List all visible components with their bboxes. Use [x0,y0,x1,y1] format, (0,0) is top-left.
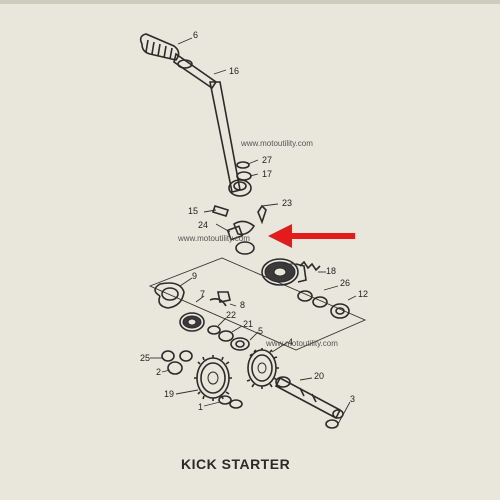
callout-3: 3 [350,394,355,404]
callout-2: 2 [156,367,161,377]
rubber-grip [139,33,180,61]
diagram-title: KICK STARTER [181,456,290,472]
callout-5: 5 [258,326,263,336]
callout-23: 23 [282,198,292,208]
kick-spring [179,312,205,332]
callout-21: 21 [243,319,253,329]
callout-8: 8 [240,300,245,310]
callout-15: 15 [188,206,198,216]
callout-7: 7 [200,289,205,299]
kick-gear [246,348,279,389]
kick-shaft-assembly [148,241,367,429]
callout-1: 1 [198,402,203,412]
callout-22: 22 [226,310,236,320]
watermark-bottom: www.motoutility.com [265,339,338,348]
red-arrow-pointer [268,224,355,248]
callout-12: 12 [358,289,368,299]
callout-9: 9 [192,271,197,281]
callout-26: 26 [340,278,350,288]
watermark-top: www.motoutility.com [240,139,313,148]
top-edge [0,0,500,4]
callout-4: 4 [288,337,293,347]
return-spring [154,282,185,309]
callout-20: 20 [314,371,324,381]
idle-gear [194,355,232,401]
callout-numbers: 6 16 27 17 15 24 23 13 18 26 12 9 7 8 22… [140,30,368,412]
callout-17: 17 [262,169,272,179]
callout-24: 24 [198,220,208,230]
callout-19: 19 [164,389,174,399]
leader-lines [150,37,357,425]
callout-18: 18 [326,266,336,276]
callout-6: 6 [193,30,198,40]
callout-25: 25 [140,353,150,363]
callout-16: 16 [229,66,239,76]
callout-27: 27 [262,155,272,165]
watermark-middle: www.motoutility.com [177,234,250,243]
